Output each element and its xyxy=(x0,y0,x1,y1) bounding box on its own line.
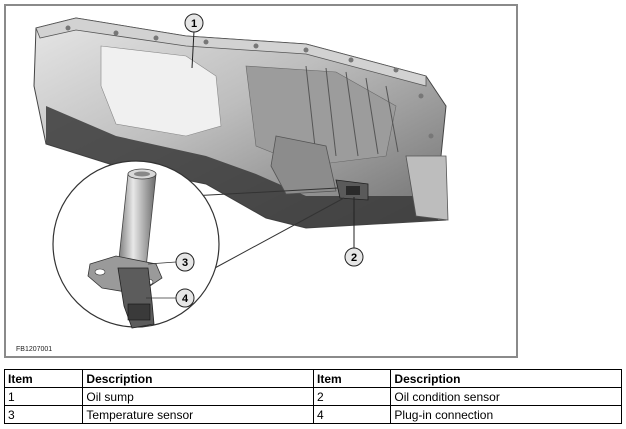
illustration-panel: 1 2 3 4 FB1207001 xyxy=(4,4,518,358)
figure-code: FB1207001 xyxy=(16,346,53,353)
oil-condition-sensor-mount xyxy=(335,179,369,201)
item-number: 2 xyxy=(312,387,392,406)
header-description: Description xyxy=(82,369,314,388)
item-number: 1 xyxy=(3,387,84,406)
callout-label-1: 1 xyxy=(191,18,197,30)
header-item: Item xyxy=(3,369,84,388)
callout-label-2: 2 xyxy=(351,252,357,264)
oil-sump-illustration: 1 2 3 4 xyxy=(33,13,449,329)
legend-table: Item Description Item Description 1 Oil … xyxy=(3,369,622,424)
header-description: Description xyxy=(390,369,622,388)
item-description: Oil condition sensor xyxy=(390,387,622,406)
table-header-row: Item Description Item Description xyxy=(3,369,622,388)
callout-4: 4 xyxy=(175,288,195,308)
callout-2: 2 xyxy=(344,197,364,267)
callout-1: 1 xyxy=(184,13,204,69)
item-description: Plug-in connection xyxy=(390,405,622,424)
item-number: 4 xyxy=(312,405,392,424)
table-row: 3 Temperature sensor 4 Plug-in connectio… xyxy=(3,405,622,424)
item-number: 3 xyxy=(3,405,84,424)
item-description: Oil sump xyxy=(82,387,314,406)
table-row: 1 Oil sump 2 Oil condition sensor xyxy=(3,387,622,406)
item-description: Temperature sensor xyxy=(82,405,314,424)
callout-3: 3 xyxy=(175,252,195,272)
callout-label-4: 4 xyxy=(182,293,189,305)
sensor-detail xyxy=(87,168,177,329)
callout-label-3: 3 xyxy=(182,257,188,269)
header-item: Item xyxy=(312,369,392,388)
